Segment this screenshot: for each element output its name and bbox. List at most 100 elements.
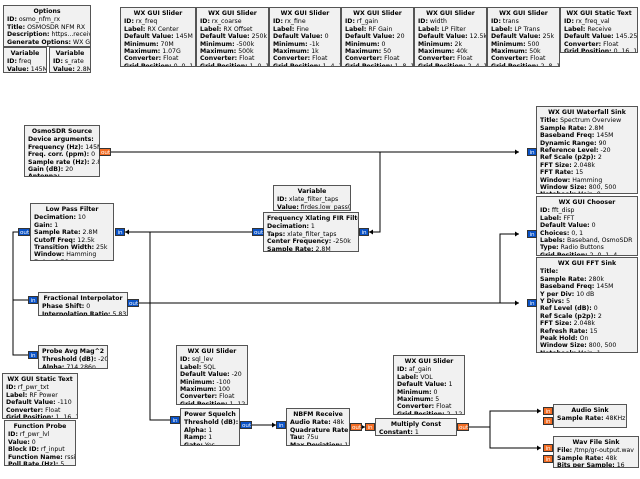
wav-in1-port[interactable]: in xyxy=(543,455,553,463)
param-value: 800, 500 xyxy=(588,184,617,192)
param-row: Phase Shift: 0 xyxy=(42,303,124,310)
param-value: WX GUI xyxy=(72,38,91,46)
param-row: Default Value: 145.25M xyxy=(564,33,637,40)
param-value: 50 xyxy=(383,48,392,56)
param-row: Label: LP Filter xyxy=(418,26,483,33)
squelch-out-port[interactable]: out xyxy=(240,421,252,429)
param-value: rf_gain xyxy=(356,18,379,26)
param-value: 70M xyxy=(160,40,174,48)
block-title: WX GUI Slider xyxy=(426,10,475,17)
osmo-out-port[interactable]: out xyxy=(99,148,111,156)
chooser-in-port[interactable]: in xyxy=(527,230,537,238)
param-row: Maximum: 50 xyxy=(345,48,410,55)
mult-in-port[interactable]: in xyxy=(365,423,375,431)
param-row: Label: RX Offset xyxy=(200,26,265,33)
param-value: 2, 0, 1, 4 xyxy=(589,251,618,256)
param-row: Converter: Float xyxy=(180,393,244,400)
nbfm-out-port[interactable]: out xyxy=(350,423,362,431)
param-row: Maximum: 1k xyxy=(273,48,337,55)
param-key: ID: xyxy=(124,18,134,26)
param-value: 250k xyxy=(251,33,268,41)
frac-out-port[interactable]: out xyxy=(127,299,139,307)
param-key: Converter: xyxy=(491,55,529,63)
fft-in-port[interactable]: in xyxy=(527,299,537,307)
param-key: Label: xyxy=(491,25,513,33)
param-row: Value: 0 xyxy=(8,439,72,446)
param-row: Maximum: 100 xyxy=(180,386,244,393)
param-row: Minimum: 2k xyxy=(418,41,483,48)
probe-in-port[interactable]: in xyxy=(28,351,38,359)
audio-in0-port[interactable]: in xyxy=(543,407,553,415)
xlate-in-port[interactable]: in xyxy=(359,228,369,236)
audio-in1-port[interactable]: in xyxy=(543,417,553,425)
param-row: Peak Hold: On xyxy=(540,335,634,342)
param-row: Device arguments: xyxy=(28,136,96,143)
param-value: -1k xyxy=(309,40,320,48)
param-row: Default Value: 0 xyxy=(273,33,337,40)
xlate-out-port[interactable]: out xyxy=(252,228,264,236)
param-value: Spectrum Overview xyxy=(560,117,622,125)
param-row: ID: rf_pwr_txt xyxy=(6,384,74,391)
param-value: rx_fine xyxy=(284,18,306,26)
frac-in-port[interactable]: in xyxy=(28,296,38,304)
mult-out-port[interactable]: out xyxy=(457,423,469,431)
param-value: -20 xyxy=(98,356,108,364)
param-value: 2.8M xyxy=(82,229,98,237)
param-row: Baseband Freq: 145M xyxy=(540,132,634,139)
param-key: Converter: xyxy=(418,55,456,63)
param-value: 50k xyxy=(529,48,541,56)
param-row: Grid Position: 2, 12, 1, 4 xyxy=(397,410,464,415)
nbfm-in-port[interactable]: in xyxy=(276,421,286,429)
block-title: WX GUI Static Text xyxy=(7,376,73,383)
param-key: Grid Position: xyxy=(397,410,445,415)
lpf-out-port[interactable]: out xyxy=(18,228,30,236)
param-key: Sample Rate: xyxy=(540,124,587,132)
param-row: Type: Radio Buttons xyxy=(540,244,634,251)
param-row: Default Value: 0 xyxy=(540,222,634,229)
param-key: Gain (dB): xyxy=(28,166,64,174)
param-key: Default Value: xyxy=(418,33,468,41)
param-key: FFT Rate: xyxy=(540,169,574,177)
param-row: Minimum: 0 xyxy=(345,41,410,48)
param-row: Sample Rate: 2.8M xyxy=(540,125,634,132)
lpf-in-port[interactable]: in xyxy=(115,228,125,236)
param-key: ID: xyxy=(564,18,574,26)
param-value: Fine xyxy=(296,25,309,33)
squelch-in-port[interactable]: in xyxy=(170,416,180,424)
wav-in0-port[interactable]: in xyxy=(543,444,553,452)
param-value: FFT xyxy=(563,214,575,222)
param-key: Maximum: xyxy=(491,48,528,56)
param-row: Refresh Rate: 15 xyxy=(540,328,634,335)
param-row: Converter: Float xyxy=(397,403,461,410)
param-row: Minimum: 500 xyxy=(491,41,556,48)
waterfall-in-port[interactable]: in xyxy=(527,148,537,156)
